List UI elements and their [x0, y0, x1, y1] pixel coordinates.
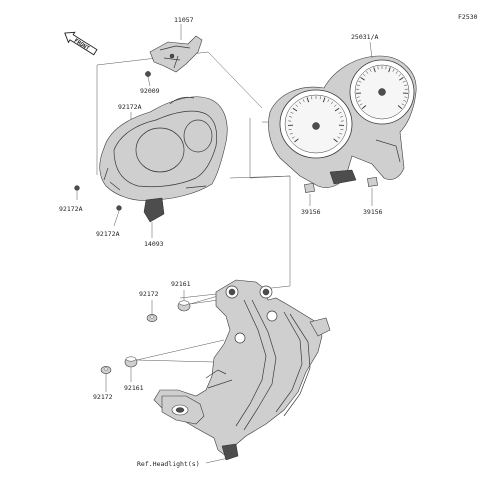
gauge-tick [399, 76, 404, 81]
gauge-tick [388, 67, 391, 73]
grommet-39156-right [367, 177, 378, 206]
gauge-tick [289, 132, 293, 135]
gauge-tick [338, 111, 342, 114]
gauge-tick [340, 129, 344, 131]
label-39156-left: 39156 [301, 208, 321, 216]
gauge-tick [298, 101, 302, 105]
collar-92172-upper [146, 300, 158, 322]
gauge-tick [366, 71, 369, 74]
label-ref-headlights: Ref.Headlight(s) [137, 460, 200, 468]
gauge-tick [402, 80, 406, 83]
meter-cover-14093 [99, 96, 228, 223]
gauge-tick [339, 116, 344, 118]
gauge-tick [292, 107, 298, 112]
gauge-tick [333, 104, 337, 107]
gauge-tick [361, 105, 367, 110]
speedometer-ticks [288, 96, 344, 143]
label-25031a: 25031/A [351, 33, 379, 41]
screw-92172a-bottom [113, 205, 122, 227]
bracket-11057 [149, 35, 203, 73]
label-92161-lower: 92161 [124, 384, 144, 392]
gauge-tick [362, 73, 366, 77]
gauge-tick [306, 97, 310, 103]
gauge-tick [356, 84, 360, 87]
gauge-tick [337, 136, 341, 139]
label-92172a-left: 92172A [59, 205, 83, 213]
front-arrow-icon: FRONT [64, 31, 98, 56]
label-92161-upper: 92161 [171, 280, 191, 288]
label-14093: 14093 [144, 240, 164, 248]
label-92172-lower: 92172 [93, 393, 113, 401]
gauge-tick [290, 111, 294, 114]
damper-92161-upper [177, 290, 191, 312]
label-39156-right: 39156 [363, 208, 383, 216]
gauge-tick [395, 71, 398, 74]
label-11057: 11057 [174, 16, 194, 24]
gauge-tick [404, 84, 408, 87]
meter-assembly-25031a [268, 55, 417, 188]
meter-bracket-stay [153, 279, 331, 461]
screw-92009 [145, 71, 151, 87]
gauge-tick [288, 116, 293, 118]
gauge-tick [294, 138, 299, 143]
gauge-tick [339, 132, 343, 135]
gauge-tick [295, 104, 299, 107]
gauge-tick [322, 97, 326, 103]
gauge-tick [403, 100, 407, 102]
label-92172-upper: 92172 [139, 290, 159, 298]
collar-92172-lower [100, 366, 112, 392]
gauge-tick [358, 80, 362, 83]
gauge-tick [369, 68, 372, 72]
label-92172a-bottom: 92172A [96, 230, 120, 238]
figure-code: F2530 [458, 13, 478, 21]
gauge-tick [357, 100, 361, 102]
label-92172a-top: 92172A [118, 103, 142, 111]
gauge-tick [401, 103, 405, 106]
label-92009: 92009 [140, 87, 160, 95]
gauge-tick [330, 101, 334, 105]
gauge-tick [356, 96, 360, 98]
gauge-tick [373, 67, 376, 73]
damper-92161-lower [124, 356, 138, 382]
gauge-tick [288, 129, 292, 131]
gauge-tick [397, 105, 403, 110]
gauge-tick [404, 96, 408, 98]
gauge-tick [327, 99, 330, 103]
tachometer-ticks [356, 66, 408, 110]
gauge-tick [392, 68, 395, 72]
gauge-tick [302, 99, 305, 103]
gauge-tick [334, 107, 340, 112]
screw-92172a-left [74, 185, 80, 200]
gauge-tick [360, 76, 365, 81]
gauge-tick [333, 138, 338, 143]
grommet-39156-left [304, 183, 315, 206]
gauge-tick [359, 103, 363, 106]
gauge-tick [291, 136, 295, 139]
gauge-tick [398, 73, 402, 77]
